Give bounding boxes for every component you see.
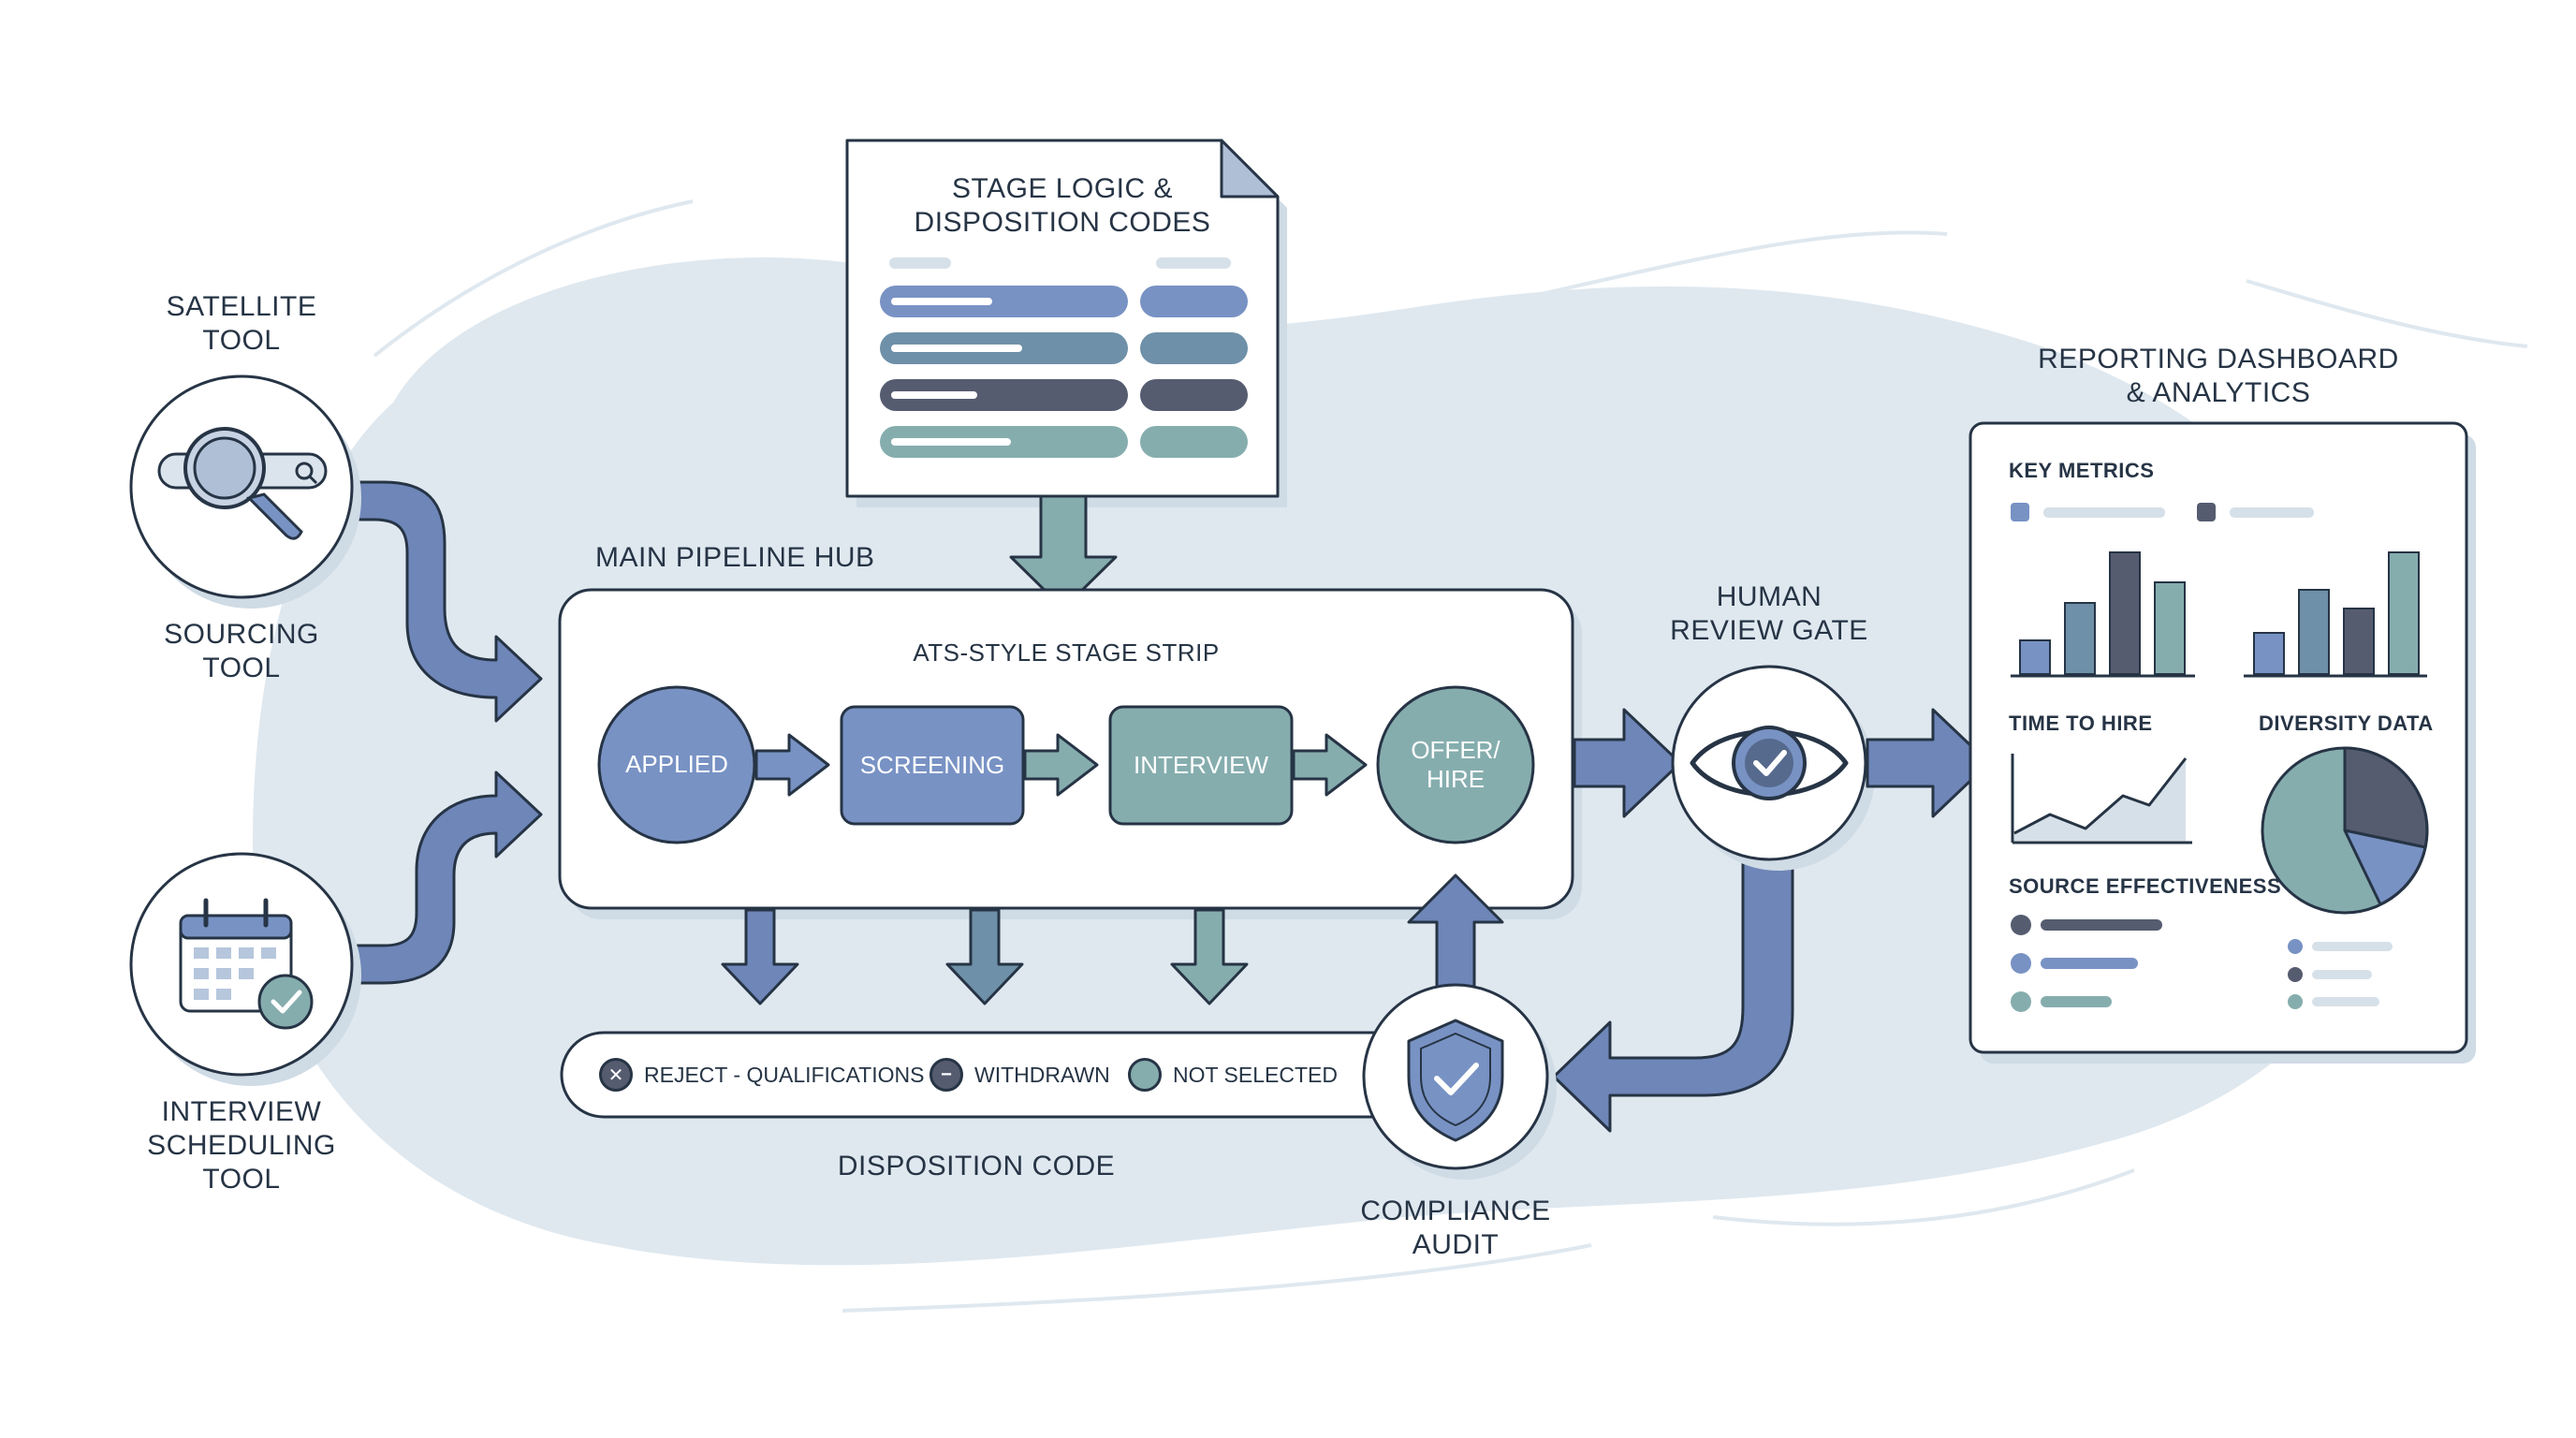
- ats-stage-strip-label: ATS-STYLE STAGE STRIP: [913, 638, 1220, 667]
- dot-circle-icon: [1128, 1058, 1162, 1092]
- review-to-compliance-arrow: [1552, 855, 1794, 1133]
- calendar-check-icon: [179, 898, 314, 1030]
- decor-line: [373, 199, 694, 358]
- reporting-dashboard-title: REPORTING DASHBOARD& ANALYTICS: [2038, 344, 2399, 408]
- search-bar-magnifier-icon: [157, 427, 328, 540]
- decor-line: [1441, 296, 1602, 325]
- stage-interview-label: INTERVIEW: [1134, 750, 1268, 779]
- dashboard-bar: [2109, 551, 2141, 675]
- key-metrics-bar-chart-right: [2253, 551, 2420, 675]
- legend-swatch: [2011, 503, 2029, 521]
- decor-line: [842, 1243, 1592, 1313]
- key-metrics-label: KEY METRICS: [2009, 459, 2155, 482]
- legend-bar: [2230, 507, 2314, 518]
- time-to-hire-label: TIME TO HIRE: [2009, 712, 2153, 735]
- disposition-reject-qualifications: ✕ REJECT - QUALIFICATIONS: [599, 1058, 924, 1092]
- diversity-data-label: DIVERSITY DATA: [2259, 712, 2434, 735]
- sourcing-arrow: [354, 480, 543, 985]
- stage-offer-hire-node: [1376, 685, 1535, 844]
- decor-line: [1515, 230, 1948, 301]
- time-to-hire-line-chart: [2011, 754, 2192, 844]
- eye-check-icon: [1690, 726, 1849, 800]
- stage-interview-node: [1108, 705, 1294, 826]
- dashboard-bar: [2388, 551, 2420, 675]
- stage-screening-node: [840, 705, 1025, 826]
- stage-offer-hire-label: OFFER/HIRE: [1411, 735, 1500, 793]
- main-pipeline-hub-title: MAIN PIPELINE HUB: [595, 542, 875, 573]
- legend-bar: [2043, 507, 2165, 518]
- decor-line: [2246, 279, 2528, 348]
- disposition-withdrawn: − WITHDRAWN: [929, 1058, 1110, 1092]
- shield-check-icon: [1407, 1019, 1504, 1142]
- disposition-code-title: DISPOSITION CODE: [837, 1151, 1116, 1181]
- stage-logic-doc-title: STAGE LOGIC &DISPOSITION CODES: [914, 173, 1211, 238]
- stage-applied-node: [597, 685, 756, 844]
- dashboard-bar: [2154, 581, 2186, 675]
- disposition-not-selected: NOT SELECTED: [1128, 1058, 1338, 1092]
- dashboard-bar: [2343, 608, 2375, 675]
- decor-line: [1712, 1168, 2135, 1226]
- dashboard-bar: [2064, 602, 2096, 675]
- diversity-legend: [2288, 939, 2393, 1009]
- dashboard-bar: [2253, 632, 2285, 675]
- disposition-arrows: [721, 908, 1249, 1005]
- source-effectiveness-label: SOURCE EFFECTIVENESS: [2009, 874, 2282, 898]
- key-metrics-bar-chart-left: [2019, 551, 2186, 675]
- legend-swatch: [2197, 503, 2216, 521]
- doc-to-hub-arrow: [1009, 494, 1118, 610]
- stage-arrows: [754, 733, 1368, 797]
- dashboard-bar: [2019, 639, 2051, 675]
- hub-to-review-arrow: [1573, 708, 1682, 818]
- source-effectiveness-list: [2011, 915, 2162, 1012]
- stage-applied-label: APPLIED: [625, 750, 728, 779]
- x-circle-icon: ✕: [599, 1058, 633, 1092]
- stage-screening-label: SCREENING: [859, 750, 1005, 779]
- review-to-dashboard-arrow: [1866, 708, 1991, 818]
- minus-circle-icon: −: [929, 1058, 963, 1092]
- compliance-to-offer-arrow: [1407, 873, 1504, 999]
- dashboard-bar: [2298, 589, 2330, 675]
- diversity-data-pie-chart: [2261, 746, 2429, 915]
- stage-logic-document: [845, 139, 1287, 507]
